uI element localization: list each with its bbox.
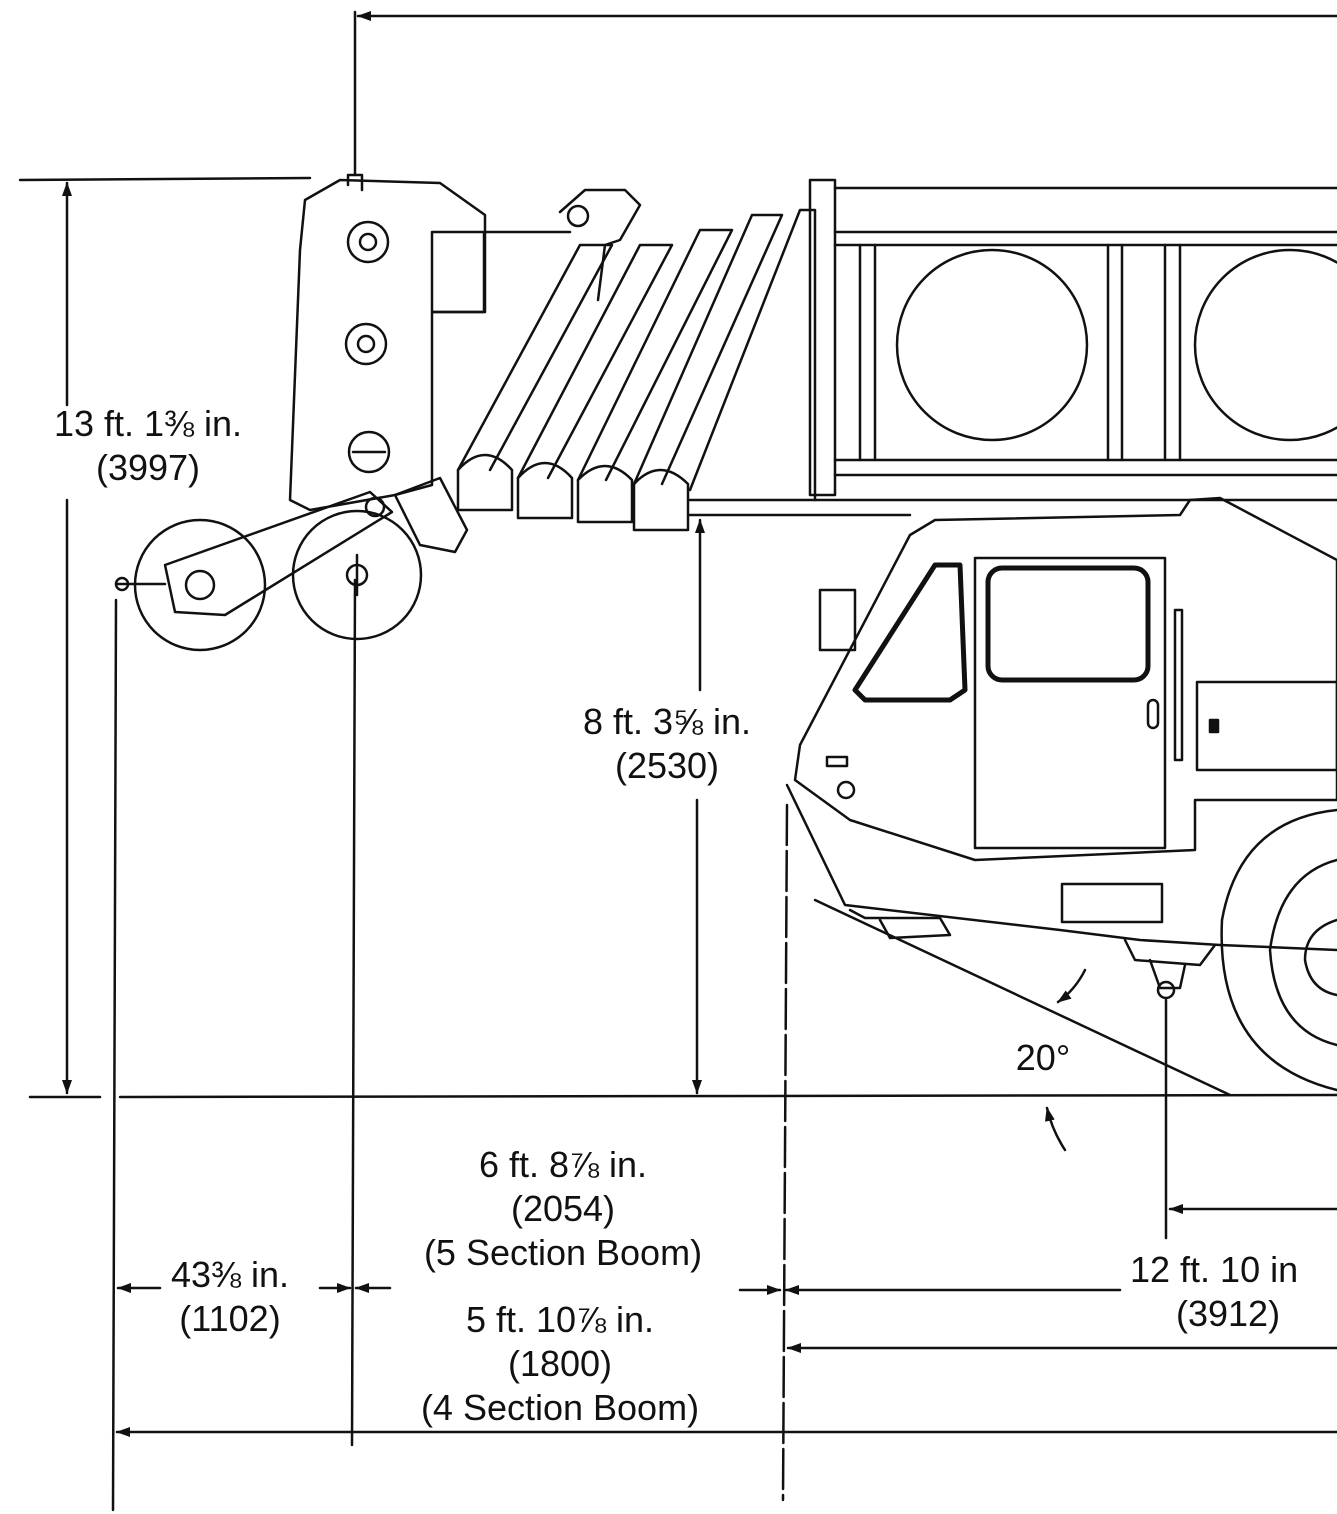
front-to-axle-label: 12 ft. 10 in (3912) [1130, 1248, 1298, 1336]
boom-overhang-4-label: 5 ft. 10⅞ in. (1800) (4 Section Boom) [421, 1298, 699, 1430]
front-tire [1220, 808, 1337, 1092]
overall-height-metric: (3997) [95, 447, 201, 488]
block-overhang-label: 43⅜ in. (1102) [171, 1253, 289, 1341]
block-overhang-imperial: 43⅜ in. [170, 1254, 290, 1295]
boom-clearance-label: 8 ft. 3⅝ in. (2530) [583, 700, 751, 788]
upper-sheave [291, 509, 423, 641]
lightening-hole [1193, 248, 1337, 442]
ground-line-main [118, 1093, 1337, 1099]
boom-base-section [808, 178, 837, 497]
lightening-hole [895, 248, 1089, 442]
boom-overhang-4-imperial: 5 ft. 10⅞ in. [465, 1299, 655, 1340]
boom-head [288, 178, 487, 512]
cab-body [793, 496, 1337, 862]
overall-height-imperial: 13 ft. 1⅜ in. [53, 403, 243, 444]
approach-angle-label: 20° [1015, 1037, 1071, 1078]
boom-overhang-5-imperial: 6 ft. 8⅞ in. [478, 1144, 648, 1185]
cab-window-front [852, 562, 968, 703]
front-bumper [785, 783, 1337, 952]
front-to-axle-imperial: 12 ft. 10 in [1130, 1249, 1299, 1290]
overall-height-label: 13 ft. 1⅜ in. (3997) [54, 402, 242, 490]
boom-overhang-5-note: (5 Section Boom) [423, 1232, 703, 1273]
front-to-axle-metric: (3912) [1176, 1293, 1281, 1334]
boom-clearance-imperial: 8 ft. 3⅝ in. [582, 701, 752, 742]
boom-overhang-5-label: 6 ft. 8⅞ in. (2054) (5 Section Boom) [424, 1143, 702, 1275]
boom-overhang-4-note: (4 Section Boom) [420, 1387, 700, 1428]
block-overhang-metric: (1102) [179, 1298, 281, 1339]
boom-overhang-4-metric: (1800) [507, 1343, 613, 1384]
approach-angle-line [813, 898, 1232, 1097]
boom-clearance-metric: (2530) [614, 745, 720, 786]
cab-window-side [985, 565, 1151, 683]
boom-overhang-5-metric: (2054) [510, 1188, 616, 1229]
